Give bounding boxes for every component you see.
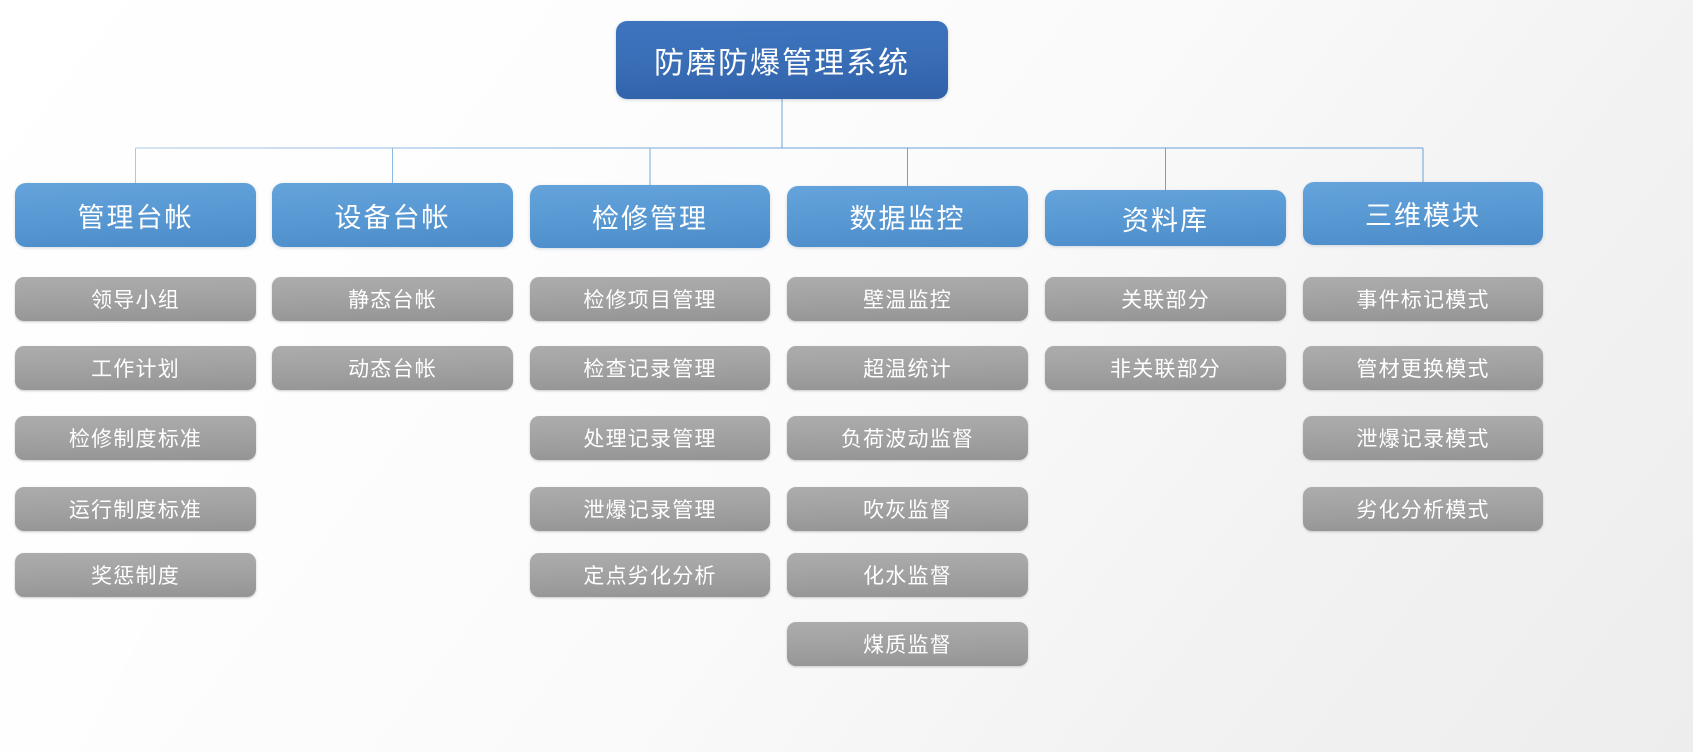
- leaf-node-4-4[interactable]: 吹灰监督: [787, 487, 1028, 531]
- root-node[interactable]: 防磨防爆管理系统: [616, 21, 948, 99]
- leaf-node-4-2-label: 超温统计: [863, 358, 952, 381]
- leaf-node-3-3[interactable]: 处理记录管理: [530, 416, 770, 460]
- leaf-node-1-3[interactable]: 检修制度标准: [15, 416, 256, 460]
- leaf-node-4-6-label: 煤质监督: [863, 634, 952, 657]
- leaf-node-4-3[interactable]: 负荷波动监督: [787, 416, 1028, 460]
- leaf-node-2-1[interactable]: 静态台帐: [272, 277, 513, 321]
- branch-node-3[interactable]: 检修管理: [530, 185, 770, 248]
- leaf-node-1-3-label: 检修制度标准: [68, 428, 203, 451]
- leaf-node-1-2[interactable]: 工作计划: [15, 346, 256, 390]
- branch-node-5-label: 资料库: [1122, 205, 1209, 236]
- branch-node-2-label: 设备台帐: [334, 202, 451, 233]
- leaf-node-6-3[interactable]: 泄爆记录模式: [1303, 416, 1543, 460]
- leaf-node-1-4[interactable]: 运行制度标准: [15, 487, 256, 531]
- leaf-node-4-4-label: 吹灰监督: [863, 499, 952, 522]
- leaf-node-6-2-label: 管材更换模式: [1356, 358, 1490, 381]
- leaf-node-2-2-label: 动态台帐: [348, 358, 437, 381]
- leaf-node-5-2-label: 非关联部分: [1110, 358, 1221, 381]
- leaf-node-3-4-label: 泄爆记录管理: [583, 499, 717, 522]
- branch-node-1[interactable]: 管理台帐: [15, 183, 256, 247]
- leaf-node-4-3-label: 负荷波动监督: [840, 428, 975, 451]
- leaf-node-3-1[interactable]: 检修项目管理: [530, 277, 770, 321]
- leaf-node-3-5[interactable]: 定点劣化分析: [530, 553, 770, 597]
- leaf-node-4-6[interactable]: 煤质监督: [787, 622, 1028, 666]
- leaf-node-3-2[interactable]: 检查记录管理: [530, 346, 770, 390]
- leaf-node-3-3-label: 处理记录管理: [583, 428, 717, 451]
- leaf-node-3-4[interactable]: 泄爆记录管理: [530, 487, 770, 531]
- root-node-label: 防磨防爆管理系统: [654, 47, 910, 80]
- leaf-node-4-2[interactable]: 超温统计: [787, 346, 1028, 390]
- branch-node-2[interactable]: 设备台帐: [272, 183, 513, 247]
- branch-node-6-label: 三维模块: [1365, 201, 1481, 231]
- branch-node-4-label: 数据监控: [849, 204, 966, 234]
- leaf-node-4-1-label: 壁温监控: [863, 289, 952, 312]
- leaf-node-6-4-label: 劣化分析模式: [1356, 499, 1490, 522]
- leaf-node-4-5-label: 化水监督: [863, 565, 952, 588]
- branch-node-5[interactable]: 资料库: [1045, 190, 1286, 246]
- leaf-node-1-5[interactable]: 奖惩制度: [15, 553, 256, 597]
- leaf-node-1-1-label: 领导小组: [91, 289, 180, 312]
- leaf-node-6-2[interactable]: 管材更换模式: [1303, 346, 1543, 390]
- leaf-node-2-1-label: 静态台帐: [348, 289, 437, 312]
- leaf-node-1-1[interactable]: 领导小组: [15, 277, 256, 321]
- leaf-node-1-4-label: 运行制度标准: [68, 499, 203, 522]
- leaf-node-2-2[interactable]: 动态台帐: [272, 346, 513, 390]
- branch-node-3-label: 检修管理: [592, 204, 708, 234]
- leaf-node-3-5-label: 定点劣化分析: [583, 565, 717, 588]
- leaf-node-6-1[interactable]: 事件标记模式: [1303, 277, 1543, 321]
- leaf-node-5-2[interactable]: 非关联部分: [1045, 346, 1286, 390]
- leaf-node-5-1[interactable]: 关联部分: [1045, 277, 1286, 321]
- leaf-node-6-4[interactable]: 劣化分析模式: [1303, 487, 1543, 531]
- leaf-node-6-3-label: 泄爆记录模式: [1356, 428, 1490, 451]
- leaf-node-4-1[interactable]: 壁温监控: [787, 277, 1028, 321]
- leaf-node-4-5[interactable]: 化水监督: [787, 553, 1028, 597]
- leaf-node-6-1-label: 事件标记模式: [1356, 289, 1490, 312]
- leaf-node-3-1-label: 检修项目管理: [583, 289, 717, 312]
- leaf-node-1-2-label: 工作计划: [91, 358, 180, 381]
- leaf-node-3-2-label: 检查记录管理: [583, 358, 717, 381]
- branch-node-6[interactable]: 三维模块: [1303, 182, 1543, 245]
- branch-node-1-label: 管理台帐: [77, 202, 194, 233]
- leaf-node-5-1-label: 关联部分: [1121, 289, 1210, 312]
- branch-node-4[interactable]: 数据监控: [787, 186, 1028, 247]
- leaf-node-1-5-label: 奖惩制度: [91, 565, 180, 588]
